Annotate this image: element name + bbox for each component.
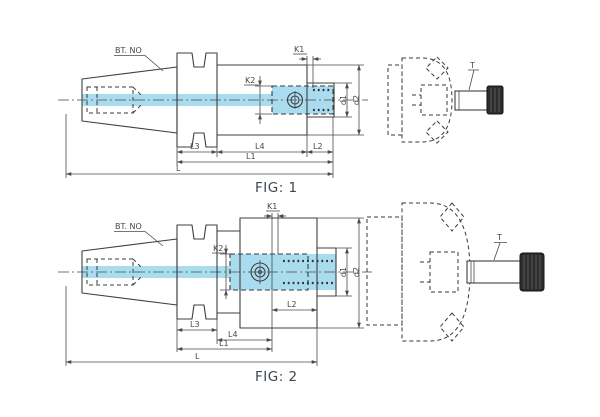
fig1-dim-d2: d2: [307, 64, 364, 136]
fig2-thread-dots: [283, 259, 334, 285]
fig2-label-d2: d2: [352, 267, 361, 277]
fig2-label-t: T: [496, 233, 502, 242]
fig1-caption: FIG: 1: [255, 180, 298, 196]
fig1-end-view-key-top: [425, 56, 449, 80]
fig2-label-btno: BT. NO: [115, 222, 142, 231]
fig1-label-l1: L1: [246, 152, 256, 161]
fig2-label-l2: L2: [287, 300, 297, 309]
fig1-screw-hole: [286, 91, 304, 109]
fig1-label-l4: L4: [255, 142, 265, 151]
fig2-dim-k1: K1: [264, 202, 286, 254]
fig2-label-k2: K2: [213, 244, 223, 253]
fig1-dim-lengths: L3 L4 L2 L1 L: [65, 114, 334, 178]
fig2-dim-lengths: L2 L3 L4 L1 L: [65, 254, 318, 366]
fig1-body: [216, 64, 308, 136]
fig2-side-view: K2 K1 d1 d2 L2 L3: [58, 202, 372, 385]
fig1-label-k1: K1: [294, 45, 304, 54]
fig1-label-l: L: [176, 164, 181, 173]
fig1-label-d1: d1: [339, 95, 348, 105]
fig2-label-l1: L1: [219, 339, 229, 348]
fig2-large-body: [239, 217, 318, 329]
fig1-end-view: [387, 56, 453, 144]
fig1-end-view-key-bottom: [425, 120, 449, 144]
fig2-label-l4: L4: [228, 330, 238, 339]
fig2-label-k1: K1: [267, 202, 277, 211]
fig2-nose: [316, 247, 337, 297]
fig1-clamp-screw: T: [454, 61, 504, 115]
fig1-dim-k2: K2: [244, 76, 272, 124]
fig1-dim-d1: d1: [334, 82, 352, 118]
fig2-callout-btno: BT. NO: [114, 222, 164, 247]
fig2-screw-shank: [466, 260, 521, 284]
fig2-neck-body: [216, 230, 241, 314]
fig2-dim-d2: d2: [317, 217, 364, 329]
fig2-clamp-screw: T: [466, 233, 545, 292]
fig1-thread-dots: [313, 88, 331, 112]
fig1-nose: [306, 82, 335, 118]
fig2-caption: FIG: 2: [255, 369, 298, 385]
fig1-screw-shank: [454, 90, 488, 111]
fig1-callout-btno: BT. NO: [114, 46, 164, 72]
fig1-label-l2: L2: [313, 142, 323, 151]
fig1-label-btno: BT. NO: [115, 46, 142, 55]
fig2-end-view: [366, 202, 471, 342]
fig1-label-k2: K2: [245, 76, 255, 85]
fig2-dim-k2: K2: [212, 244, 230, 299]
fig2-label-l3: L3: [190, 320, 200, 329]
fig2-end-view-key-top: [439, 202, 465, 232]
fig1-dim-k1: K1: [293, 45, 321, 88]
fig1-label-l3: L3: [190, 142, 200, 151]
fig1-pull-stud-bore: [86, 86, 142, 114]
fig2-label-l: L: [195, 352, 200, 361]
fig2-dim-d1: d1: [336, 247, 352, 297]
fig1-side-view: K2 K1 d1 d2 L3 L4: [58, 45, 368, 196]
fig1-label-d2: d2: [352, 95, 361, 105]
fig1-label-t: T: [469, 61, 475, 70]
fig2-screw-hole: [250, 260, 270, 284]
fig2-pull-stud-bore: [86, 258, 142, 286]
fig2-bore-slot: [229, 253, 309, 291]
fig2-end-view-key-bottom: [439, 312, 465, 342]
fig2-label-d1: d1: [339, 267, 348, 277]
fig1-bore-slot: [271, 85, 334, 115]
